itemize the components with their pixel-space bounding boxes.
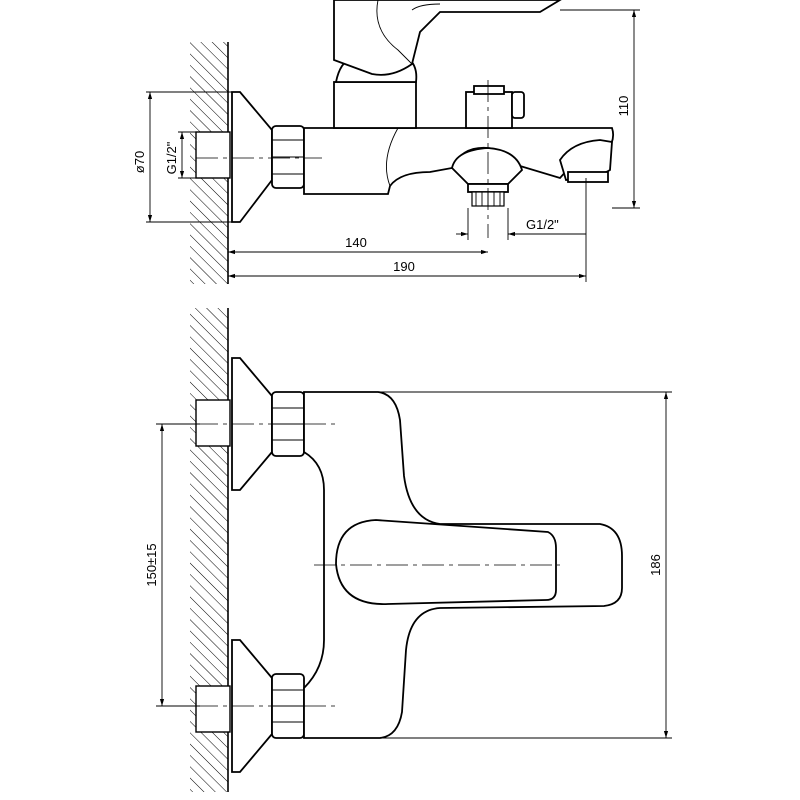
hex-nut-side	[271, 125, 305, 189]
dimension-centers: 150±15	[144, 423, 200, 707]
dimension-thread-outlet-label: G1/2"	[526, 217, 559, 232]
dimension-thread-outlet: G1/2"	[456, 208, 586, 240]
wall-side	[190, 42, 231, 284]
shower-outlet-side	[451, 147, 524, 207]
dimension-186: 186	[380, 391, 672, 739]
dimension-thread-inlet-label: G1/2"	[164, 141, 179, 174]
dimension-thread-inlet: G1/2"	[164, 131, 200, 179]
dimension-186-label: 186	[648, 554, 663, 576]
dimension-centers-label: 150±15	[144, 543, 159, 586]
dimension-110: 110	[560, 9, 640, 209]
dimension-140: 140	[227, 235, 488, 284]
lever-handle-side	[333, 0, 562, 129]
front-view: 150±15 186	[144, 308, 672, 792]
side-view: ø70 G1/2" G1/2" 140 190	[132, 0, 640, 284]
dimension-110-label: 110	[616, 96, 631, 117]
dimension-diameter-label: ø70	[132, 151, 147, 173]
dimension-140-label: 140	[345, 235, 367, 250]
dimension-190: 190	[228, 178, 587, 282]
diverter-knob-side	[465, 85, 525, 129]
escutcheon-side	[231, 91, 273, 223]
wall-front	[190, 308, 231, 792]
dimension-diameter: ø70	[132, 91, 236, 223]
lever-handle-front	[335, 519, 557, 605]
dimension-190-label: 190	[393, 259, 415, 274]
